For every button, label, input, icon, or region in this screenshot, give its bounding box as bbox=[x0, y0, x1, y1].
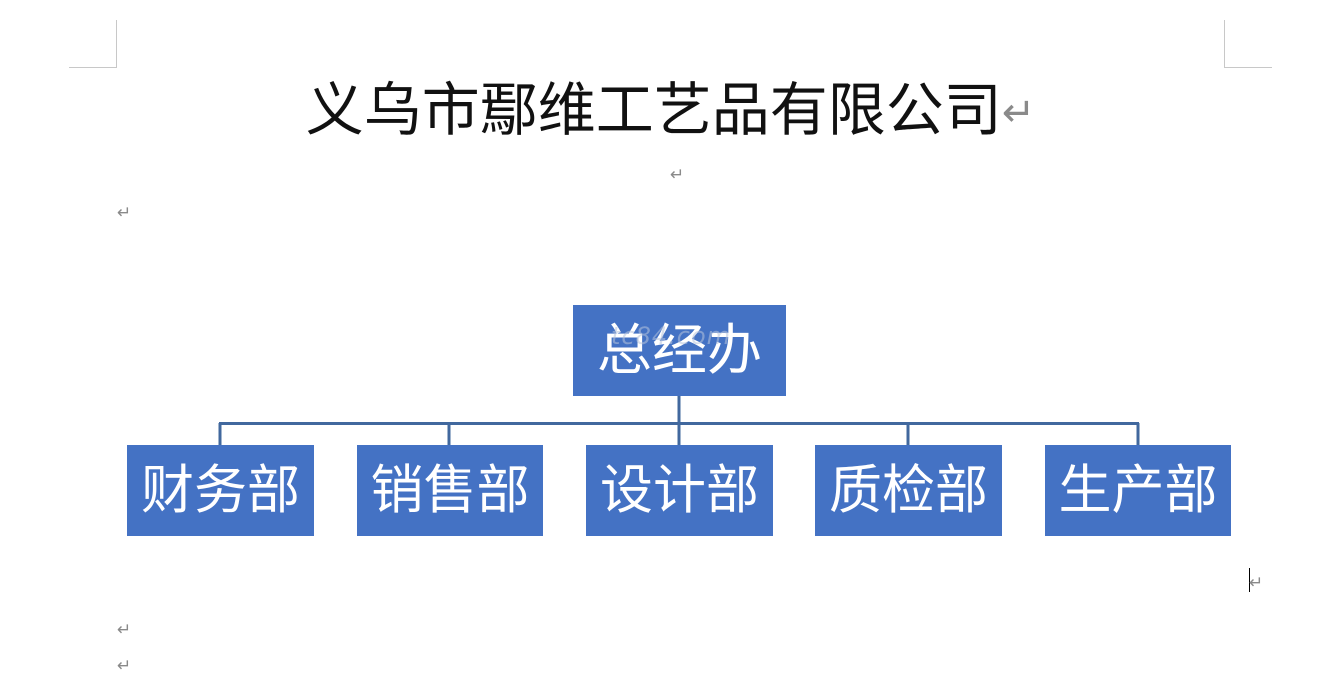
org-box-department[interactable]: 生产部 bbox=[1045, 445, 1231, 536]
org-box-department[interactable]: 设计部 bbox=[586, 445, 773, 536]
paragraph-mark-icon: ↵ bbox=[117, 203, 132, 223]
org-box-department[interactable]: 质检部 bbox=[815, 445, 1002, 536]
document-title-text: 义乌市鄢维工艺品有限公司 bbox=[305, 76, 1002, 144]
paragraph-mark-icon: ↵ bbox=[1001, 90, 1036, 136]
org-box-department[interactable]: 财务部 bbox=[127, 445, 314, 536]
org-box-root[interactable]: 总经办 bbox=[573, 305, 786, 396]
paragraph-mark-icon: ↵ bbox=[670, 165, 685, 185]
text-cursor bbox=[1249, 568, 1250, 592]
paragraph-mark-icon: ↵ bbox=[117, 620, 132, 640]
crop-mark-top-right bbox=[1224, 20, 1272, 68]
paragraph-mark-icon: ↵ bbox=[1249, 573, 1264, 593]
document-title[interactable]: 义乌市鄢维工艺品有限公司↵ bbox=[0, 74, 1341, 149]
watermark: tc84.com bbox=[611, 322, 732, 350]
paragraph-mark-icon: ↵ bbox=[117, 656, 132, 676]
crop-mark-top-left bbox=[69, 20, 117, 68]
org-box-department[interactable]: 销售部 bbox=[357, 445, 543, 536]
